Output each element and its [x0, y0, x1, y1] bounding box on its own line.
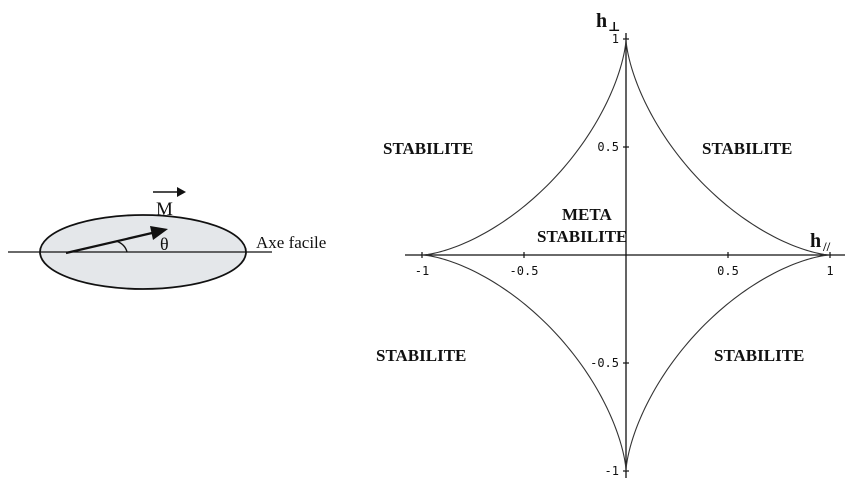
astroid-plot: -1 -0.5 0.5 1 1 0.5 -0.5 -1 h ⊥ h // STABILITE… [376, 10, 845, 478]
region-label-center-line1: META [562, 205, 612, 224]
y-tick-label: -0.5 [590, 356, 619, 370]
region-label-top-left: STABILITE [383, 139, 473, 158]
easy-axis-diagram: θ M Axe facile [8, 187, 326, 290]
magnetization-vector [65, 231, 153, 255]
x-axis-title: h [810, 230, 821, 252]
x-axis-subscript: // [822, 239, 831, 254]
x-tick-label: 0.5 [717, 264, 739, 278]
region-label-center-line2: STABILITE [537, 227, 627, 246]
angle-label: θ [160, 234, 169, 254]
astroid-curve [422, 39, 830, 471]
magnetization-label: M [156, 199, 173, 220]
magnetization-arrowhead-icon [150, 226, 168, 240]
angle-arc [115, 240, 128, 253]
x-tick-label: 1 [826, 264, 833, 278]
y-axis-title: h [596, 10, 607, 32]
y-tick-label: 1 [612, 32, 619, 46]
y-ticks: 1 0.5 -0.5 -1 [590, 32, 629, 478]
region-label-bottom-left: STABILITE [376, 346, 466, 365]
region-label-top-right: STABILITE [702, 139, 792, 158]
x-ticks: -1 -0.5 0.5 1 [415, 252, 834, 278]
x-tick-label: -0.5 [510, 264, 539, 278]
y-axis-subscript: ⊥ [608, 19, 620, 34]
overarrow-head-icon [177, 187, 186, 197]
y-tick-label: 0.5 [597, 140, 619, 154]
y-tick-label: -1 [605, 464, 619, 478]
region-label-bottom-right: STABILITE [714, 346, 804, 365]
x-tick-label: -1 [415, 264, 429, 278]
easy-axis-label: Axe facile [256, 233, 326, 252]
